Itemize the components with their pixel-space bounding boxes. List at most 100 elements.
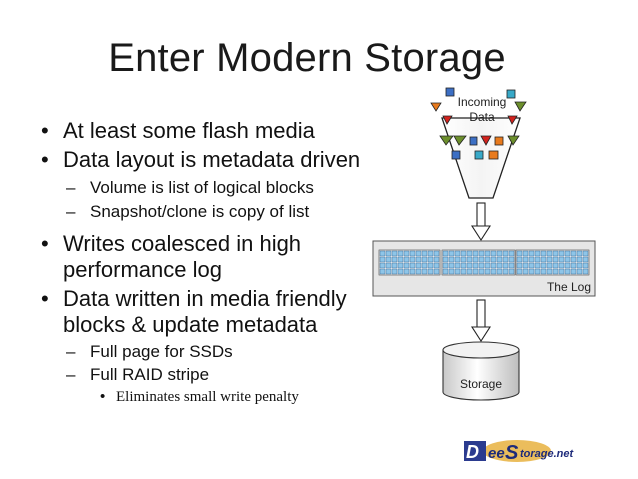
bullet-writes-coalesced-cont: performance log: [63, 257, 222, 283]
log-cell: [496, 256, 503, 263]
log-cell: [454, 250, 461, 257]
log-cell: [558, 262, 565, 269]
log-cell: [546, 268, 553, 275]
log-cell: [379, 262, 386, 269]
data-block: [445, 87, 455, 97]
log-cell: [466, 262, 473, 269]
log-label: The Log: [547, 280, 591, 294]
log-cell: [502, 256, 509, 263]
sub-bullet-snapshot: Snapshot/clone is copy of list: [66, 201, 309, 223]
log-cell: [522, 268, 529, 275]
log-cell: [472, 262, 479, 269]
log-cell: [442, 268, 449, 275]
log-cell: [478, 256, 485, 263]
log-cell: [397, 250, 404, 257]
log-cell: [421, 250, 428, 257]
data-block: [453, 135, 467, 146]
log-cell: [478, 262, 485, 269]
log-cell-grid: [378, 249, 590, 276]
log-cell: [558, 268, 565, 275]
log-cell: [540, 268, 547, 275]
sub-bullet-raid: Full RAID stripe: [66, 364, 209, 386]
log-cell: [427, 250, 434, 257]
log-cell: [448, 262, 455, 269]
log-cell: [528, 250, 535, 257]
data-block: [488, 150, 499, 160]
log-cell: [433, 268, 440, 275]
deepstorage-logo: D ee S torage.net: [461, 438, 599, 464]
log-cell: [516, 268, 523, 275]
log-cell: [490, 250, 497, 257]
log-cell: [391, 256, 398, 263]
log-cell: [379, 250, 386, 257]
svg-text:D: D: [466, 442, 479, 462]
log-cell: [472, 268, 479, 275]
incoming-label-line2: Data: [469, 110, 495, 124]
log-cell: [448, 256, 455, 263]
log-cell: [466, 268, 473, 275]
log-cell: [516, 262, 523, 269]
log-cell: [460, 250, 467, 257]
log-cell: [442, 250, 449, 257]
bullet-writes-coalesced: Writes coalesced in high: [41, 231, 301, 257]
data-block: [451, 150, 461, 160]
log-cell: [564, 256, 571, 263]
log-cell: [448, 250, 455, 257]
svg-text:ee: ee: [488, 445, 505, 462]
log-cell: [570, 262, 577, 269]
bullet-media-friendly-cont: blocks & update metadata: [63, 312, 317, 338]
svg-text:torage.net: torage.net: [520, 448, 575, 460]
log-cell: [484, 250, 491, 257]
log-cell: [472, 256, 479, 263]
log-cell: [385, 250, 392, 257]
log-cell: [415, 262, 422, 269]
data-block: [507, 135, 520, 146]
data-block: [480, 135, 492, 146]
log-cell: [552, 262, 559, 269]
bullet-media-friendly: Data written in media friendly: [41, 286, 347, 312]
log-cell: [522, 250, 529, 257]
log-cell: [576, 256, 583, 263]
log-cell: [502, 268, 509, 275]
incoming-label-line1: Incoming: [458, 95, 507, 109]
sub-bullet-volume: Volume is list of logical blocks: [66, 177, 314, 199]
log-cell: [582, 250, 589, 257]
log-cell: [534, 256, 541, 263]
data-block: [469, 136, 478, 146]
log-cell: [385, 256, 392, 263]
arrow-to-storage: [470, 299, 492, 343]
log-cell: [534, 250, 541, 257]
log-cell: [552, 268, 559, 275]
log-cell: [522, 256, 529, 263]
log-cell: [540, 256, 547, 263]
log-cell: [576, 250, 583, 257]
log-cell: [508, 250, 515, 257]
log-cell: [496, 262, 503, 269]
data-block: [494, 136, 504, 146]
log-cell: [379, 256, 386, 263]
log-cell: [508, 262, 515, 269]
svg-text:S: S: [505, 442, 519, 464]
log-cell: [421, 256, 428, 263]
log-cell: [490, 262, 497, 269]
log-cell: [421, 268, 428, 275]
log-cell: [564, 268, 571, 275]
log-cell: [582, 268, 589, 275]
log-cell: [442, 262, 449, 269]
arrow-to-log: [470, 202, 492, 242]
log-cell: [397, 268, 404, 275]
log-cell: [484, 268, 491, 275]
log-cell: [528, 262, 535, 269]
log-cell: [460, 262, 467, 269]
log-cell: [442, 256, 449, 263]
log-cell: [496, 250, 503, 257]
log-cell: [528, 268, 535, 275]
log-cell: [466, 250, 473, 257]
log-cell: [546, 256, 553, 263]
log-cell: [490, 256, 497, 263]
log-cell: [433, 256, 440, 263]
log-cell: [502, 262, 509, 269]
bullet-flash-media: At least some flash media: [41, 118, 315, 144]
log-cell: [570, 250, 577, 257]
